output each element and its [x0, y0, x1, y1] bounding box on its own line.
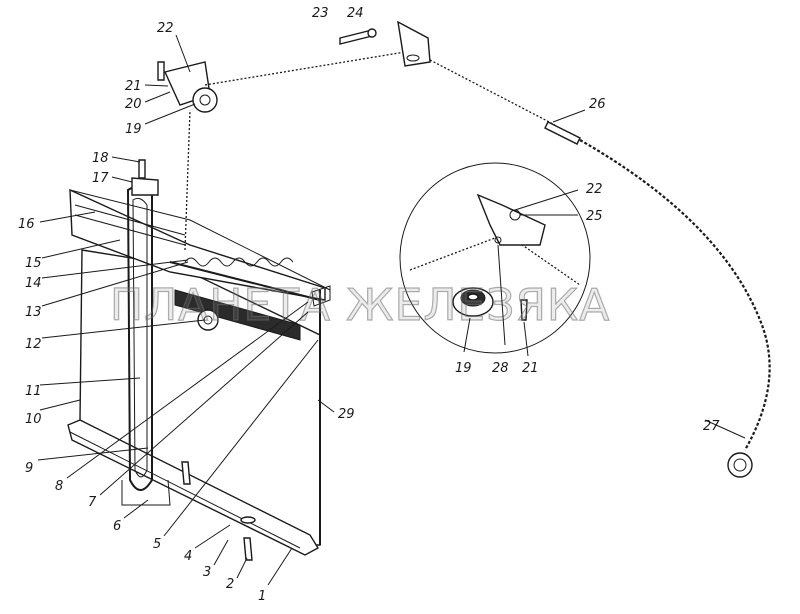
callout-1: 1: [258, 589, 266, 604]
callout-14: 14: [25, 276, 42, 291]
callout-3: 3: [203, 565, 211, 580]
cable-sleeve: [544, 121, 581, 145]
callout-10: 10: [25, 412, 42, 427]
shaft-pulley: [197, 309, 219, 331]
roller-housing: [69, 188, 326, 301]
callout-labels: 1 2 3 4 5 6 7 8 9 10 11 12 13 14 15 16 1…: [18, 6, 720, 604]
callout-15: 15: [25, 256, 42, 271]
inset-callout-21: 21: [522, 361, 539, 376]
callout-20: 20: [125, 97, 142, 112]
callout-19: 19: [125, 122, 142, 137]
upper-pulley: [192, 87, 218, 113]
blind-assembly: [67, 109, 331, 561]
control-cable-horizontal: [204, 51, 406, 86]
callout-7: 7: [88, 495, 97, 510]
callout-29: 29: [338, 407, 355, 422]
inset-rivet: [520, 299, 528, 321]
bolt-18: [138, 159, 146, 179]
control-cable-vertical: [184, 109, 191, 251]
callout-24: 24: [347, 6, 364, 21]
roller-shaft: [169, 261, 321, 301]
inset-circle: [399, 162, 591, 354]
inset-guide: [476, 193, 546, 246]
callout-23: 23: [312, 6, 329, 21]
callout-21: 21: [125, 79, 142, 94]
inset-callout-19: 19: [455, 361, 472, 376]
callout-22: 22: [157, 21, 174, 36]
callout-26: 26: [589, 97, 606, 112]
upper-pulley-bracket: [157, 61, 218, 113]
callout-12: 12: [25, 337, 42, 352]
bolt-23-24: [339, 28, 377, 45]
detail-inset: [399, 162, 591, 354]
cable-guide: [397, 20, 431, 67]
callout-27: 27: [703, 419, 720, 434]
callout-17: 17: [92, 171, 109, 186]
bolt-21: [157, 61, 165, 81]
callout-6: 6: [113, 519, 121, 534]
callout-13: 13: [25, 305, 42, 320]
pull-ring: [727, 452, 753, 478]
top-bracket: [131, 177, 159, 196]
shutter-roll: [174, 289, 301, 341]
callout-9: 9: [25, 461, 33, 476]
callout-5: 5: [153, 537, 161, 552]
inset-callout-28: 28: [492, 361, 509, 376]
callout-2: 2: [226, 577, 234, 592]
callout-11: 11: [25, 384, 42, 399]
bolt-mid: [181, 461, 191, 485]
callout-18: 18: [92, 151, 109, 166]
bolt-2: [243, 537, 253, 561]
inset-callout-25: 25: [586, 209, 603, 224]
washer-4: [240, 516, 256, 524]
callout-16: 16: [18, 217, 35, 232]
callout-8: 8: [55, 479, 63, 494]
leader-lines: [37, 34, 746, 586]
watermark: ПЛАНЕТА ЖЕЛЕЗЯКА: [110, 280, 610, 331]
inset-callout-22: 22: [586, 182, 603, 197]
callout-4: 4: [184, 549, 192, 564]
cable-to-chain: [429, 59, 556, 126]
